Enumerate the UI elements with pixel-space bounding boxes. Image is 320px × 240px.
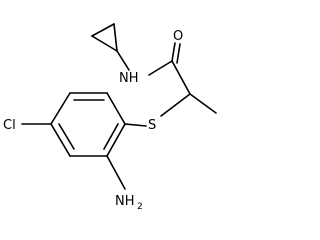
atom-sulfur: S [148,118,156,133]
bond-co-2 [176,43,181,64]
atom-oxygen: O [173,29,183,44]
cyclopropyl-ring [91,23,118,52]
bond-cp-left [91,23,115,37]
bond-alpha-methyl [189,93,217,114]
atom-amine-n: NH [115,194,135,209]
ring-bond-1 [106,92,126,125]
bond-s-ring [124,123,147,127]
bond-cp-top [113,23,118,52]
ring-bond-4 [50,123,71,157]
bond-carbonyl-alpha [171,60,191,95]
ring-bond-3 [50,92,71,125]
atom-amide-nh: NH [119,71,139,86]
atom-amine-subscript: 2 [137,202,143,212]
bond-cp-base [91,35,118,52]
bond-n-carbonyl [148,60,173,76]
bond-alpha-s [160,93,191,117]
bond-ring-nh2 [106,155,126,190]
atom-chlorine: Cl [3,118,16,133]
carbonyl-double-bond [171,42,181,64]
benzene-ring [50,92,126,157]
bond-cp-n [116,50,130,71]
molecule-structure: O NH S Cl NH 2 [3,23,217,212]
ring-double-2 [58,123,75,150]
bond-co-1 [171,42,176,62]
ring-bond-6 [106,123,126,157]
ring-double-3 [103,123,119,150]
